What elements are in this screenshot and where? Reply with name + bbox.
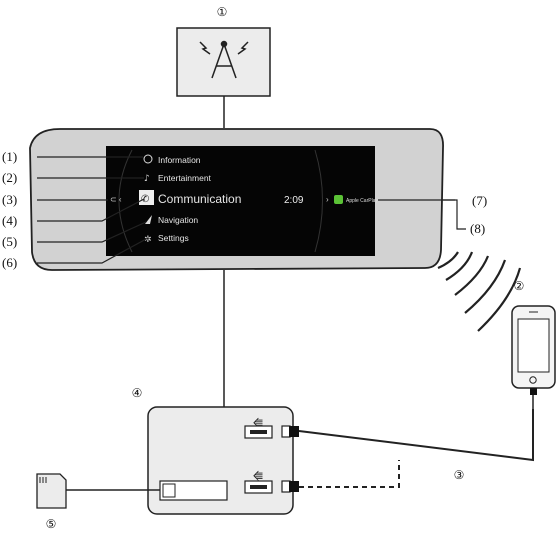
usb-port-1-slot	[250, 430, 267, 434]
sd-card-callout: ⑤	[46, 517, 57, 531]
wireless-waves-icon	[437, 251, 522, 332]
usb-icon: ⭅	[253, 470, 263, 483]
label-7: (7)	[472, 193, 487, 208]
sd-card-slot-latch	[162, 483, 176, 498]
usb-icon: ⭅	[253, 417, 263, 430]
clock: 2:09	[284, 195, 304, 206]
right-arc	[314, 149, 323, 253]
antenna-box	[176, 27, 271, 97]
usb-port-2-slot	[250, 485, 267, 489]
carplay-label[interactable]: Apple CarPlay	[346, 198, 378, 204]
label-3: (3)	[2, 192, 17, 207]
information-icon	[143, 154, 153, 164]
menu-item-settings[interactable]: Settings	[158, 233, 189, 243]
sd-card-icon	[36, 473, 67, 509]
label-6: (6)	[2, 255, 17, 270]
carplay-chevron-icon: ›	[326, 195, 329, 204]
phone-connector	[530, 388, 537, 395]
phone-callout: ②	[514, 279, 525, 293]
label-5: (5)	[2, 234, 17, 249]
label-2: (2)	[2, 170, 17, 185]
antenna-callout: ①	[217, 5, 228, 19]
antenna-icon	[199, 40, 249, 79]
settings-icon: ✲	[144, 235, 152, 245]
carplay-icon[interactable]	[334, 195, 343, 204]
menu-arc	[118, 149, 133, 253]
label-8: (8)	[470, 221, 485, 236]
usb-plug-2	[281, 480, 291, 493]
label-4: (4)	[2, 213, 17, 228]
usb-cable-dashed	[299, 460, 400, 488]
menu-item-information[interactable]: Information	[158, 155, 201, 165]
menu-item-communication[interactable]: Communication	[158, 192, 241, 206]
entertainment-icon: ♪	[144, 174, 150, 184]
leader-lines	[37, 156, 466, 264]
menu-item-navigation[interactable]: Navigation	[158, 215, 198, 225]
cable-callout: ③	[454, 468, 465, 482]
usb-hub-callout: ④	[132, 386, 143, 400]
label-1: (1)	[2, 149, 17, 164]
communication-phone-glyph: ✆	[141, 194, 149, 205]
usb-plug-2-body	[289, 481, 299, 492]
usb-cable-solid	[298, 409, 534, 462]
menu-item-entertainment[interactable]: Entertainment	[158, 173, 212, 183]
usb-plug-1	[281, 425, 291, 438]
phone-icon	[511, 305, 556, 389]
navigation-icon	[145, 215, 152, 224]
back-icon[interactable]: ⊂ ‹	[110, 195, 122, 204]
communication-icon	[139, 190, 154, 205]
usb-plug-1-body	[289, 426, 299, 437]
